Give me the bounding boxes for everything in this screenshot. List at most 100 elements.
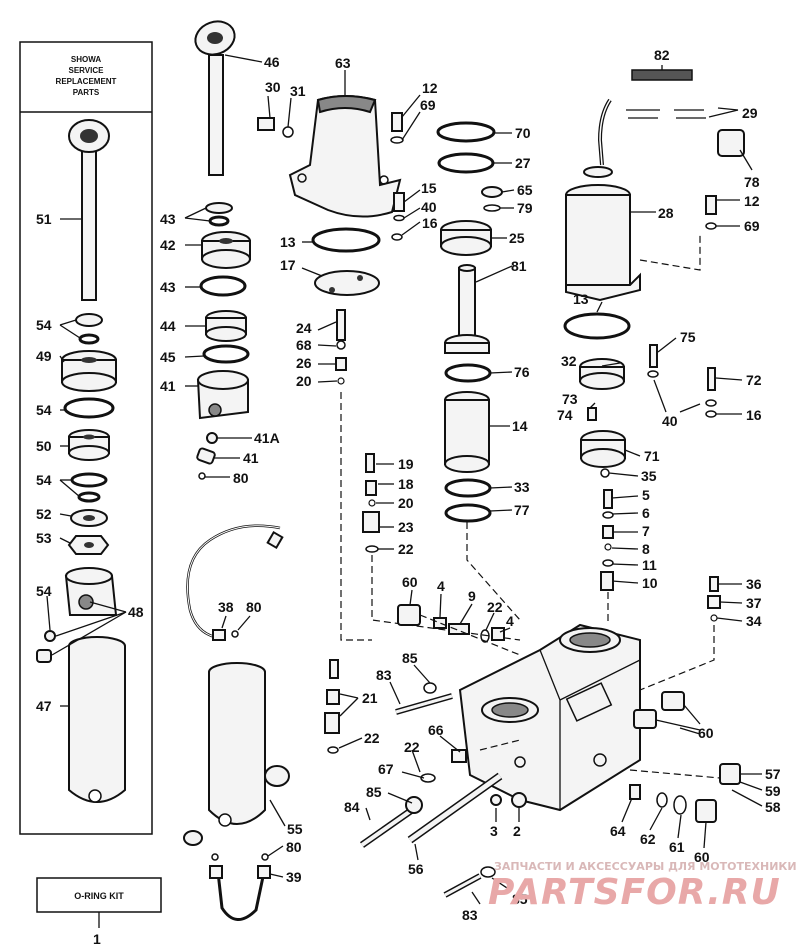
callout-80-upper: 80 bbox=[233, 470, 249, 486]
leader-lines bbox=[46, 54, 763, 905]
callout-71: 71 bbox=[644, 448, 660, 464]
part-47-cylinder bbox=[68, 636, 126, 803]
callout-22-mid: 22 bbox=[487, 599, 503, 615]
callout-31: 31 bbox=[290, 83, 306, 99]
callout-61: 61 bbox=[669, 839, 685, 855]
watermark: ЗАПЧАСТИ И АКСЕССУАРЫ ДЛЯ МОТОТЕХНИКИ PA… bbox=[488, 860, 797, 913]
callout-77: 77 bbox=[514, 502, 530, 518]
callout-51: 51 bbox=[36, 211, 52, 227]
callout-8: 8 bbox=[642, 541, 650, 557]
callout-39: 39 bbox=[286, 869, 302, 885]
callout-56: 56 bbox=[408, 861, 424, 877]
callout-69-center: 69 bbox=[420, 97, 436, 113]
callout-84: 84 bbox=[344, 799, 360, 815]
oring-kit-number: 1 bbox=[93, 931, 101, 947]
callout-80-lower: 80 bbox=[286, 839, 302, 855]
callout-27: 27 bbox=[515, 155, 531, 171]
callout-41-lower: 41 bbox=[243, 450, 259, 466]
callout-46: 46 bbox=[264, 54, 280, 70]
callout-4-left: 4 bbox=[437, 578, 445, 594]
showa-panel: SHOWA SERVICE REPLACEMENT PARTS bbox=[19, 41, 153, 835]
part-42-gland bbox=[201, 231, 251, 269]
callout-34: 34 bbox=[746, 613, 762, 629]
callout-5: 5 bbox=[642, 487, 650, 503]
callout-6: 6 bbox=[642, 505, 650, 521]
callout-54-a: 54 bbox=[36, 317, 52, 333]
callout-22-lower: 22 bbox=[404, 739, 420, 755]
showa-line-2: SERVICE bbox=[69, 66, 105, 75]
callout-35: 35 bbox=[641, 468, 657, 484]
callout-42: 42 bbox=[160, 237, 176, 253]
callout-65: 65 bbox=[517, 182, 533, 198]
part-32-coupler bbox=[579, 358, 625, 390]
callout-43-lower: 43 bbox=[160, 279, 176, 295]
oring-kit-label: O-RING KIT bbox=[74, 891, 124, 901]
part-63-housing bbox=[288, 95, 402, 218]
callout-68: 68 bbox=[296, 337, 312, 353]
callout-79: 79 bbox=[517, 200, 533, 216]
callout-80-mid: 80 bbox=[246, 599, 262, 615]
callout-26: 26 bbox=[296, 355, 312, 371]
callout-50: 50 bbox=[36, 438, 52, 454]
part-48-head bbox=[64, 567, 118, 616]
part-44-piston bbox=[205, 310, 247, 342]
part-14-cylinder-sleeve bbox=[444, 391, 490, 473]
callout-28: 28 bbox=[658, 205, 674, 221]
callout-30: 30 bbox=[265, 79, 281, 95]
callout-73: 73 bbox=[562, 391, 578, 407]
callout-60-right-lower: 60 bbox=[694, 849, 710, 865]
callout-54-b: 54 bbox=[36, 402, 52, 418]
callout-32: 32 bbox=[561, 353, 577, 369]
callout-12-right: 12 bbox=[744, 193, 760, 209]
callout-47: 47 bbox=[36, 698, 52, 714]
part-71-pump bbox=[580, 430, 626, 468]
part-49-cap bbox=[61, 350, 117, 392]
callout-72: 72 bbox=[746, 372, 762, 388]
callout-82: 82 bbox=[654, 47, 670, 63]
callout-11: 11 bbox=[642, 557, 657, 573]
callout-54-d: 54 bbox=[36, 583, 52, 599]
callout-20-upper: 20 bbox=[296, 373, 312, 389]
callout-9: 9 bbox=[468, 588, 476, 604]
callout-83-top: 83 bbox=[376, 667, 392, 683]
callout-81: 81 bbox=[511, 258, 527, 274]
callout-12-center: 12 bbox=[422, 80, 438, 96]
callout-45: 45 bbox=[160, 349, 176, 365]
callout-3: 3 bbox=[490, 823, 498, 839]
callout-85-top: 85 bbox=[402, 650, 418, 666]
part-46-rod bbox=[194, 20, 236, 176]
part-50-piston bbox=[68, 429, 110, 461]
callout-85-bottom: 85 bbox=[512, 891, 528, 907]
part-81-shaft bbox=[444, 264, 490, 354]
callout-13-right: 13 bbox=[573, 291, 589, 307]
callout-78: 78 bbox=[744, 174, 760, 190]
callout-60-right-upper: 60 bbox=[698, 725, 714, 741]
callout-38: 38 bbox=[218, 599, 234, 615]
callout-58: 58 bbox=[765, 799, 781, 815]
callout-83-bottom: 83 bbox=[462, 907, 478, 923]
callout-41A: 41A bbox=[254, 430, 280, 446]
callout-37: 37 bbox=[746, 595, 762, 611]
callout-41-upper: 41 bbox=[160, 378, 176, 394]
callout-numbers: 82 29 78 28 12 69 13 75 32 72 73 74 40 1… bbox=[36, 47, 781, 923]
callout-36: 36 bbox=[746, 576, 762, 592]
watermark-brand: PARTSFOR.RU bbox=[488, 872, 781, 913]
callout-2: 2 bbox=[513, 823, 521, 839]
callout-48: 48 bbox=[128, 604, 144, 620]
callout-62: 62 bbox=[640, 831, 656, 847]
callout-22-left: 22 bbox=[364, 730, 380, 746]
callout-22-upper: 22 bbox=[398, 541, 414, 557]
callout-19: 19 bbox=[398, 456, 414, 472]
callout-44: 44 bbox=[160, 318, 176, 334]
callout-59: 59 bbox=[765, 783, 781, 799]
callout-76: 76 bbox=[514, 364, 530, 380]
callout-60-left: 60 bbox=[402, 574, 418, 590]
showa-line-3: REPLACEMENT bbox=[56, 77, 117, 86]
callout-20-lower: 20 bbox=[398, 495, 414, 511]
callout-74: 74 bbox=[557, 407, 573, 423]
callout-64: 64 bbox=[610, 823, 626, 839]
callout-14: 14 bbox=[512, 418, 528, 434]
main-manifold-body bbox=[458, 623, 641, 812]
callout-16-center: 16 bbox=[422, 215, 438, 231]
part-55-tube bbox=[183, 662, 290, 846]
